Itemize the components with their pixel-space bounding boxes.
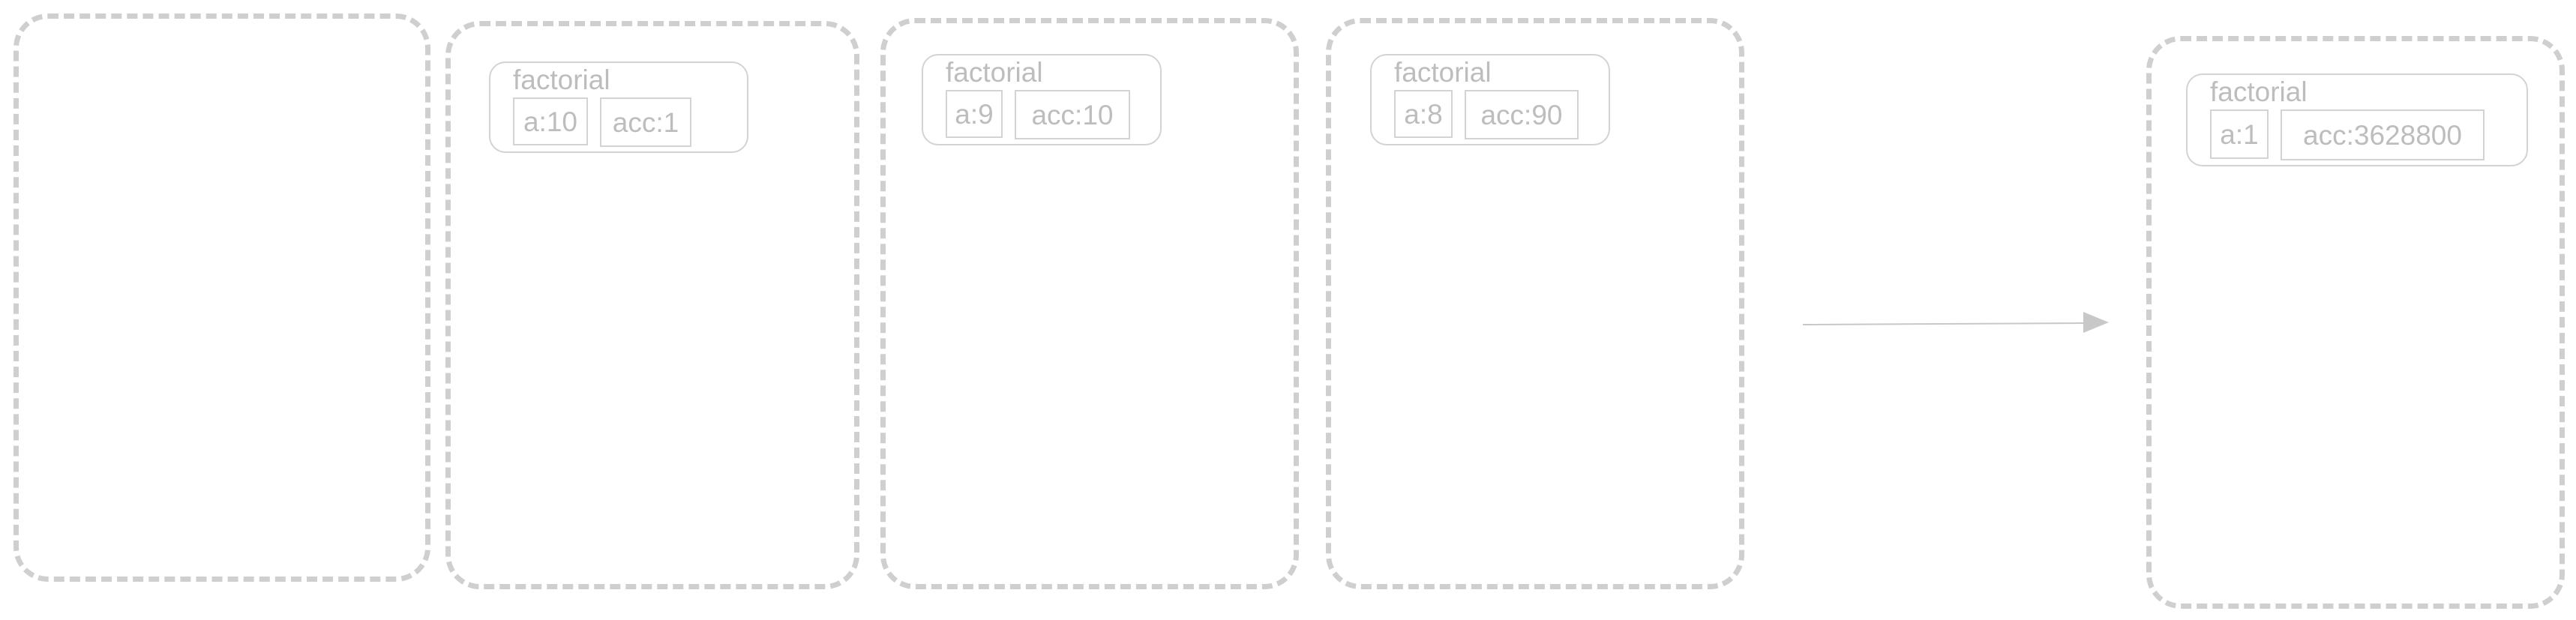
variable-acc: acc:1 xyxy=(600,97,691,147)
call-frame-factorial: factorial a:8 acc:90 xyxy=(1370,54,1610,145)
stack-frame-0 xyxy=(13,13,430,582)
variable-acc: acc:10 xyxy=(1015,90,1130,139)
call-frame-factorial: factorial a:1 acc:3628800 xyxy=(2186,73,2528,166)
variable-a: a:10 xyxy=(513,97,588,145)
variable-acc: acc:3628800 xyxy=(2281,109,2485,160)
function-name: factorial xyxy=(946,57,1043,88)
stack-frame-4: factorial a:1 acc:3628800 xyxy=(2146,36,2565,609)
stack-frame-3: factorial a:8 acc:90 xyxy=(1326,18,1744,589)
function-name: factorial xyxy=(1394,57,1492,88)
variable-a: a:1 xyxy=(2210,109,2269,159)
variable-acc: acc:90 xyxy=(1465,90,1579,139)
function-name: factorial xyxy=(2210,76,2308,107)
stack-frame-2: factorial a:9 acc:10 xyxy=(880,18,1299,589)
call-frame-factorial: factorial a:10 acc:1 xyxy=(489,61,748,153)
call-frame-factorial: factorial a:9 acc:10 xyxy=(922,54,1162,145)
variable-a: a:9 xyxy=(946,90,1003,138)
function-name: factorial xyxy=(513,64,610,95)
variable-a: a:8 xyxy=(1394,90,1453,138)
stack-frame-1: factorial a:10 acc:1 xyxy=(445,21,859,589)
